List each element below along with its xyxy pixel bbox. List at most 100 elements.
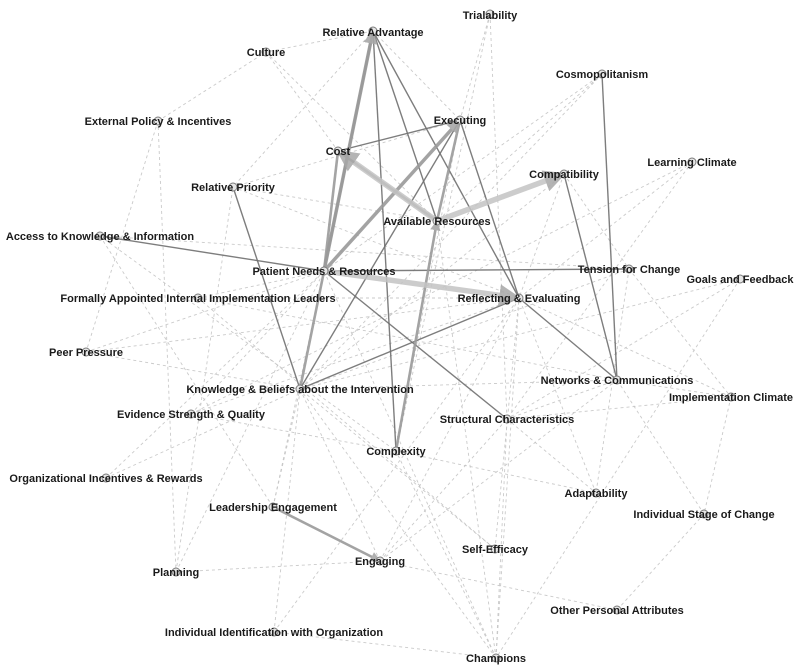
node-planning: Planning bbox=[153, 567, 199, 579]
node-marker bbox=[375, 556, 385, 566]
node-marker bbox=[514, 293, 524, 303]
edge-trialability-to-executing bbox=[459, 13, 491, 121]
node-champions: Champions bbox=[466, 653, 526, 665]
node-marker bbox=[391, 446, 401, 456]
node-marker bbox=[81, 347, 91, 357]
edge-trialability-to-complexity bbox=[395, 13, 491, 452]
node-label: Evidence Strength & Quality bbox=[117, 409, 266, 421]
node-marker bbox=[612, 605, 622, 615]
node-label: Executing bbox=[434, 115, 487, 127]
edge-peer-pressure-to-knowledge-beliefs bbox=[85, 351, 301, 390]
edge-knowledge-beliefs-to-reflecting-evaluating bbox=[299, 297, 520, 390]
node-marker bbox=[228, 182, 238, 192]
edge-access-knowledge-to-tension-change bbox=[99, 235, 630, 270]
edge-compatibility-to-networks-communications bbox=[563, 173, 618, 381]
node-organizational-incentives: Organizational Incentives & Rewards bbox=[9, 473, 202, 485]
node-label: Engaging bbox=[355, 556, 405, 568]
node-implementation-climate: Implementation Climate bbox=[669, 392, 793, 404]
node-leadership-engagement: Leadership Engagement bbox=[209, 502, 337, 514]
edge-available-resources-to-compatibility bbox=[436, 170, 567, 224]
node-networks-communications: Networks & Communications bbox=[541, 375, 694, 387]
node-culture: Culture bbox=[247, 47, 286, 59]
node-label: Relative Priority bbox=[191, 182, 276, 194]
node-marker bbox=[591, 488, 601, 498]
edge-compatibility-to-knowledge-beliefs bbox=[299, 173, 565, 390]
node-tension-change: Tension for Change bbox=[578, 264, 680, 276]
edge-relative-priority-to-knowledge-beliefs bbox=[232, 186, 301, 390]
node-relative-priority: Relative Priority bbox=[191, 182, 276, 194]
node-label: Compatibility bbox=[529, 169, 600, 181]
edge-champions-to-complexity bbox=[395, 450, 497, 659]
node-marker bbox=[699, 509, 709, 519]
node-label: Champions bbox=[466, 653, 526, 665]
edge-peer-pressure-to-reflecting-evaluating bbox=[85, 297, 520, 353]
node-engaging: Engaging bbox=[355, 556, 405, 568]
node-label: Goals and Feedback bbox=[687, 274, 795, 286]
node-cost: Cost bbox=[326, 146, 351, 158]
edge-planning-to-patient-needs bbox=[175, 270, 325, 573]
node-marker bbox=[491, 653, 501, 663]
node-marker bbox=[186, 409, 196, 419]
edge-relative-advantage-to-complexity bbox=[372, 30, 397, 452]
edge-planning-to-engaging bbox=[175, 560, 381, 573]
edge-engaging-to-knowledge-beliefs bbox=[299, 388, 381, 562]
edge-external-policy-to-peer-pressure bbox=[85, 120, 159, 353]
edge-implementation-climate-to-structural-characteristics bbox=[506, 396, 732, 420]
edge-evidence-strength-to-patient-needs bbox=[190, 270, 325, 415]
node-marker bbox=[295, 384, 305, 394]
edge-executing-to-reflecting-evaluating bbox=[459, 119, 520, 299]
node-marker bbox=[193, 293, 203, 303]
nodes-layer: Relative Advantage TrialabilityCultureCos… bbox=[6, 9, 795, 665]
edge-engaging-to-structural-characteristics bbox=[379, 418, 508, 562]
node-label: Culture bbox=[247, 47, 286, 59]
node-label: Peer Pressure bbox=[49, 347, 123, 359]
edge-external-policy-to-culture bbox=[157, 51, 267, 122]
edge-networks-communications-to-implementation-climate bbox=[616, 379, 732, 398]
node-patient-needs: Patient Needs & Resources bbox=[252, 266, 395, 278]
node-goals-feedback: Goals and Feedback bbox=[687, 274, 795, 286]
edge-structural-characteristics-to-networks-communications bbox=[506, 379, 618, 420]
node-formally-appointed: Formally Appointed Internal Implementati… bbox=[60, 293, 335, 305]
edge-trialability-to-structural-characteristics bbox=[489, 13, 508, 420]
node-structural-characteristics: Structural Characteristics bbox=[440, 414, 575, 426]
node-marker bbox=[368, 26, 378, 36]
edge-implementation-climate-to-individual-stage bbox=[703, 396, 732, 515]
node-label: External Policy & Incentives bbox=[85, 116, 232, 128]
node-marker bbox=[726, 392, 736, 402]
node-label: Knowledge & Beliefs about the Interventi… bbox=[186, 384, 414, 396]
edge-implementation-climate-to-reflecting-evaluating bbox=[518, 297, 732, 398]
edge-compatibility-to-reflecting-evaluating bbox=[518, 173, 565, 299]
edge-relative-advantage-to-reflecting-evaluating bbox=[372, 30, 520, 299]
edge-learning-climate-to-reflecting-evaluating bbox=[518, 161, 693, 299]
node-marker bbox=[502, 414, 512, 424]
edge-engaging-to-other-personal bbox=[379, 560, 618, 611]
node-label: Trialability bbox=[463, 10, 518, 22]
node-label: Complexity bbox=[366, 446, 426, 458]
edge-tension-change-to-knowledge-beliefs bbox=[299, 268, 630, 390]
node-relative-advantage: Relative Advantage bbox=[322, 26, 424, 39]
edge-champions-to-reflecting-evaluating bbox=[495, 297, 520, 659]
node-knowledge-beliefs: Knowledge & Beliefs about the Interventi… bbox=[186, 384, 414, 396]
node-label: Tension for Change bbox=[578, 264, 680, 276]
node-self-efficacy: Self-Efficacy bbox=[462, 544, 529, 556]
node-label: Patient Needs & Resources bbox=[252, 266, 395, 278]
node-reflecting-evaluating: Reflecting & Evaluating bbox=[458, 293, 581, 305]
node-trialability: Trialability bbox=[463, 9, 518, 22]
edge-cosmopolitanism-to-available-resources bbox=[436, 73, 603, 222]
edge-patient-needs-to-reflecting-evaluating bbox=[323, 268, 522, 307]
node-marker bbox=[432, 216, 442, 226]
node-evidence-strength: Evidence Strength & Quality bbox=[117, 409, 266, 421]
node-marker bbox=[153, 116, 163, 126]
edge-individual-identification-to-knowledge-beliefs bbox=[273, 388, 301, 633]
edge-individual-stage-to-other-personal bbox=[616, 513, 705, 611]
edge-planning-to-relative-priority bbox=[175, 186, 234, 573]
node-label: Self-Efficacy bbox=[462, 544, 529, 556]
node-access-knowledge: Access to Knowledge & Information bbox=[6, 231, 195, 243]
node-individual-stage: Individual Stage of Change bbox=[633, 509, 774, 521]
edge-cosmopolitanism-to-knowledge-beliefs bbox=[299, 73, 603, 390]
node-marker bbox=[333, 146, 343, 156]
node-other-personal: Other Personal Attributes bbox=[550, 605, 683, 617]
edge-patient-needs-to-tension-change bbox=[323, 268, 630, 272]
edge-organizational-incentives-to-knowledge-beliefs bbox=[105, 388, 301, 479]
edge-access-knowledge-to-patient-needs bbox=[99, 235, 325, 272]
